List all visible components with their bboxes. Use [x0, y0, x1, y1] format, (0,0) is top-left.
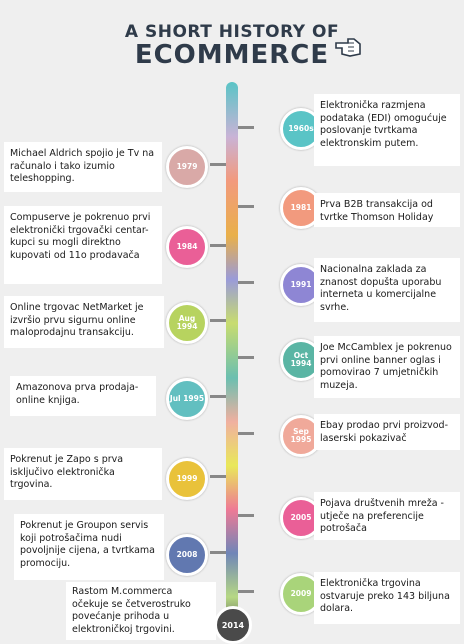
event-card: Joe McCamblex je pokrenuo prvi online ba… [314, 336, 460, 398]
event-card: Rastom M.commerca očekuje se četverostru… [66, 582, 216, 640]
year-label: 1981 [290, 203, 312, 213]
year-label: 1984 [176, 242, 198, 252]
pointing-hand-icon [335, 38, 361, 57]
event-card: Ebay prodao prvi proizvod- laserski poka… [314, 414, 460, 450]
year-marker: 1981 [280, 187, 322, 229]
connector [210, 551, 226, 554]
event-card: Elektronička trgovina ostvaruje preko 14… [314, 572, 460, 624]
year-label: 1960s [288, 124, 314, 134]
connector [238, 590, 254, 593]
connector [210, 319, 226, 322]
event-card: Online trgovac NetMarket je izvršio prvu… [4, 296, 164, 348]
year-label: Jul 1995 [169, 394, 205, 404]
year-label: 1999 [176, 474, 198, 484]
event-card: Michael Aldrich spojio je Tv na računalo… [4, 142, 162, 192]
year-marker: 1999 [166, 458, 208, 500]
connector [238, 281, 254, 284]
event-card: Pojava društvenih mreža - utječe na pref… [314, 492, 460, 540]
year-marker: Jul 1995 [166, 378, 208, 420]
connector [238, 432, 254, 435]
connector [210, 163, 226, 166]
year-marker: 1979 [166, 146, 208, 188]
timeline-bar [226, 82, 238, 630]
connector [238, 356, 254, 359]
year-label: 1991 [290, 280, 312, 290]
year-label: Aug 1994 [176, 314, 198, 331]
connector [210, 244, 226, 247]
year-label: 2009 [290, 589, 312, 599]
infographic-title-line2: ECOMMERCE [134, 40, 330, 70]
connector [210, 475, 226, 478]
year-label: Oct 1994 [290, 351, 312, 368]
event-card: Amazonova prva prodaja- online knjiga. [10, 376, 156, 416]
event-card: Compuserve je pokrenuo prvi elektronički… [4, 206, 162, 284]
connector [238, 514, 254, 517]
year-marker: Aug 1994 [166, 302, 208, 344]
year-marker: 2008 [166, 534, 208, 576]
event-card: Nacionalna zaklada za znanost dopušta up… [314, 258, 460, 322]
infographic-title-line1: A SHORT HISTORY OF [124, 22, 340, 42]
year-label: 2008 [176, 550, 198, 560]
year-label: 2014 [221, 620, 245, 630]
year-marker-final: 2014 [214, 606, 252, 644]
event-card: Prva B2B transakcija od tvrtke Thomson H… [314, 193, 460, 227]
event-card: Pokrenut je Zapo s prva isključivo elekt… [4, 448, 162, 500]
year-label: Sep 1995 [290, 427, 312, 444]
year-label: 1979 [176, 162, 198, 172]
connector [238, 205, 254, 208]
event-card: Elektronička razmjena podataka (EDI) omo… [314, 94, 460, 166]
year-marker: 1984 [166, 226, 208, 268]
event-card: Pokrenut je Groupon servis koji potrošač… [14, 514, 164, 580]
connector [210, 395, 226, 398]
year-label: 2005 [290, 513, 312, 523]
connector [238, 126, 254, 129]
